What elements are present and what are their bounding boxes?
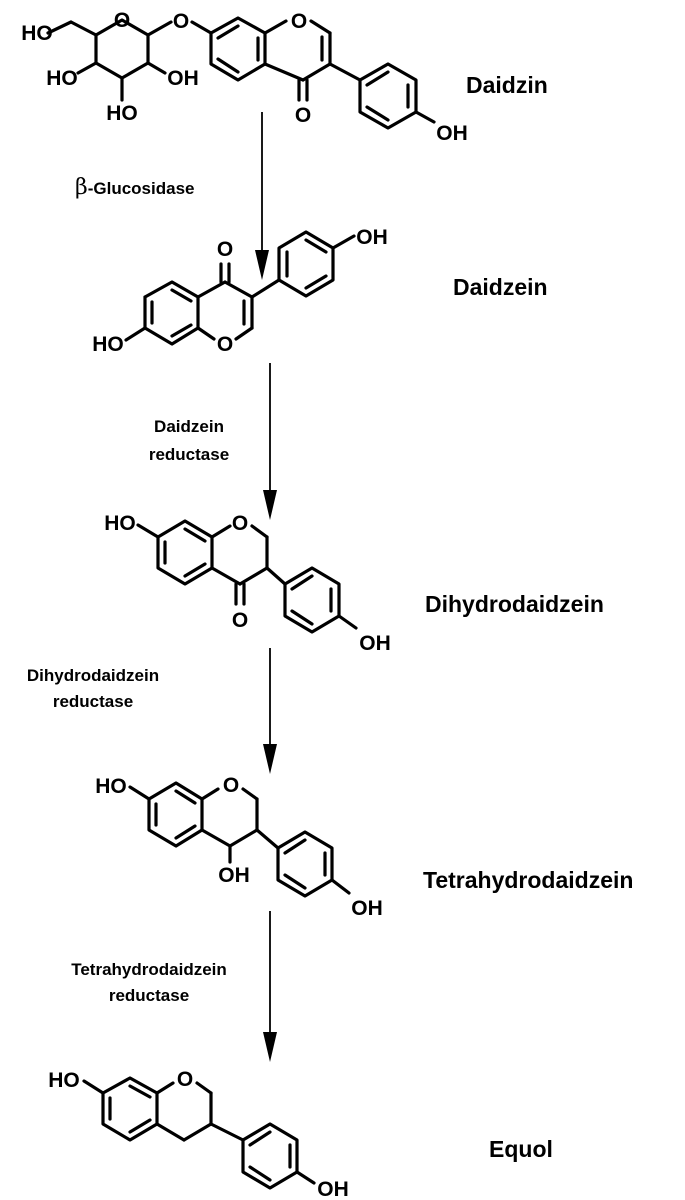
atom-label: HO	[104, 512, 136, 535]
atom-label: O	[177, 1068, 193, 1091]
atom-label: O	[295, 104, 311, 127]
dihydrodaidzein-structure: HO O O OH	[104, 512, 391, 655]
atom-label: HO	[46, 67, 78, 90]
atom-label: O	[217, 238, 233, 261]
atom-label: O	[223, 774, 239, 797]
compound-name-daidzin: Daidzin	[466, 72, 548, 98]
reaction-arrow	[255, 112, 269, 280]
atom-label: O	[291, 10, 307, 33]
reaction-arrow	[263, 363, 277, 520]
reaction-arrow	[263, 648, 277, 774]
atom-label: HO	[106, 102, 138, 125]
tetrahydrodaidzein-structure: HO O OH OH	[95, 774, 383, 920]
daidzein-structure: O O HO OH	[92, 226, 388, 356]
enzyme-label-daidzein-reductase-line1: Daidzein	[154, 417, 224, 436]
compound-name-equol: Equol	[489, 1136, 553, 1162]
enzyme-label-tetrahydrodaidzein-reductase-line2: reductase	[109, 986, 189, 1005]
equol-structure: HO O OH	[48, 1068, 349, 1200]
atom-label: O	[173, 10, 189, 33]
atom-label: O	[232, 609, 248, 632]
atom-label: HO	[95, 775, 127, 798]
atom-label: OH	[359, 632, 391, 655]
enzyme-label-dihydrodaidzein-reductase-line2: reductase	[53, 692, 133, 711]
enzyme-label-text: -Glucosidase	[88, 179, 195, 198]
atom-label: HO	[21, 22, 53, 45]
beta-symbol: β	[75, 175, 88, 200]
enzyme-label-glucosidase: β-Glucosidase	[75, 175, 194, 200]
reaction-arrow	[263, 911, 277, 1062]
atom-label: OH	[351, 897, 383, 920]
atom-label: OH	[218, 864, 250, 887]
atom-label: HO	[48, 1069, 80, 1092]
atom-label: OH	[167, 67, 199, 90]
enzyme-label-daidzein-reductase-line2: reductase	[149, 445, 229, 464]
atom-label: O	[232, 512, 248, 535]
enzyme-label-dihydrodaidzein-reductase-line1: Dihydrodaidzein	[27, 666, 159, 685]
atom-label: OH	[317, 1178, 349, 1200]
atom-label: O	[217, 333, 233, 356]
atom-label: OH	[356, 226, 388, 249]
daidzin-structure: HO O HO HO OH O O O OH	[21, 9, 468, 145]
compound-name-daidzein: Daidzein	[453, 274, 548, 300]
atom-label: O	[114, 9, 130, 32]
compound-name-tetrahydrodaidzein: Tetrahydrodaidzein	[423, 867, 633, 893]
enzyme-label-tetrahydrodaidzein-reductase-line1: Tetrahydrodaidzein	[71, 960, 227, 979]
atom-label: OH	[436, 122, 468, 145]
compound-name-dihydrodaidzein: Dihydrodaidzein	[425, 591, 604, 617]
atom-label: HO	[92, 333, 124, 356]
